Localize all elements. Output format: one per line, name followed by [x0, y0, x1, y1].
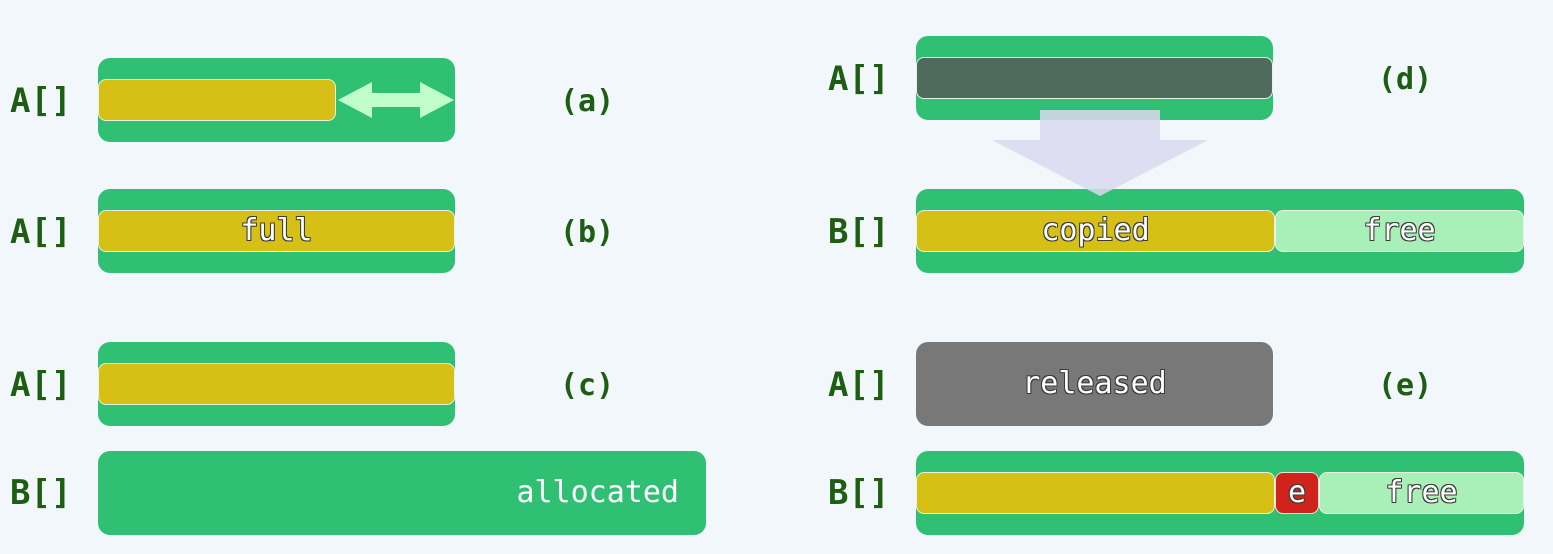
panel-d-array-a-label: A[] — [828, 59, 890, 99]
panel-a-filled-segment — [98, 79, 336, 121]
panel-e-free-text: free — [1385, 475, 1458, 510]
double-arrow-icon — [338, 82, 454, 118]
panel-d-free-text: free — [1363, 213, 1436, 248]
panel-c-array-a-label: A[] — [10, 365, 72, 405]
panel-d-array-b-label: B[] — [828, 212, 890, 252]
panel-d-free-segment: free — [1275, 210, 1524, 252]
panel-b-full-segment: full — [98, 210, 455, 252]
panel-d-tag: (d) — [1378, 62, 1433, 97]
panel-b-tag: (b) — [560, 215, 615, 250]
panel-d-copied-text: copied — [1041, 213, 1150, 248]
panel-b-array-a-label: A[] — [10, 212, 72, 252]
panel-e-element-text: e — [1287, 475, 1307, 510]
panel-e-released-text: released — [1022, 366, 1167, 401]
panel-c-array-b-label: B[] — [10, 473, 72, 513]
panel-d-old-segment — [916, 57, 1273, 99]
panel-e-array-a-label: A[] — [828, 365, 890, 405]
panel-c-filled-segment — [98, 363, 455, 405]
panel-d-copied-segment: copied — [916, 210, 1275, 252]
panel-a-tag: (a) — [560, 84, 615, 119]
panel-c-array-b-container — [98, 451, 706, 535]
panel-c-allocated-text: allocated — [516, 475, 679, 510]
panel-a-array-a-label: A[] — [10, 81, 72, 121]
panel-b-full-text: full — [240, 213, 313, 248]
panel-e-array-b-label: B[] — [828, 473, 890, 513]
panel-e-free-segment: free — [1319, 472, 1524, 514]
down-arrow-icon — [992, 110, 1208, 196]
panel-e-tag: (e) — [1378, 368, 1433, 403]
panel-e-released-block: released — [916, 342, 1273, 426]
panel-c-tag: (c) — [560, 368, 615, 403]
panel-e-new-element-segment: e — [1275, 472, 1319, 514]
panel-e-copied-segment — [916, 472, 1275, 514]
